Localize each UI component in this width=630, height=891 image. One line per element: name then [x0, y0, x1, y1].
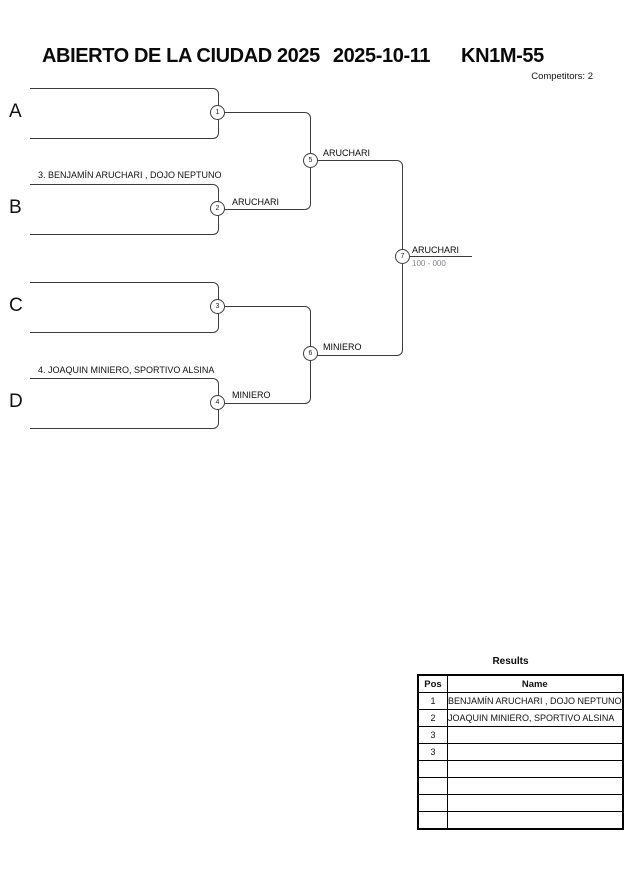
match-circle-7: 7 [395, 249, 410, 264]
result-name [446, 794, 624, 812]
category-code: KN1M-55 [461, 45, 544, 67]
results-row [417, 777, 624, 795]
result-pos [417, 811, 448, 830]
results-table: Pos Name 1 BENJAMÍN ARUCHARI , DOJO NEPT… [417, 674, 624, 830]
tournament-date: 2025-10-11 [332, 45, 431, 67]
result-pos [417, 777, 448, 795]
match-circle-5: 5 [303, 153, 318, 168]
results-row [417, 794, 624, 812]
match-6-winner: MINIERO [323, 342, 362, 352]
result-pos: 3 [417, 726, 448, 744]
result-name [446, 811, 624, 830]
bracket-lines-semifinal-top [218, 112, 311, 210]
slot-letter-c: C [9, 295, 23, 316]
result-pos [417, 794, 448, 812]
page-title: ABIERTO DE LA CIUDAD 2025 2025-10-11 KN1M-… [42, 45, 544, 68]
result-name [446, 726, 624, 744]
match-4-winner: MINIERO [232, 390, 271, 400]
result-pos: 2 [417, 709, 448, 727]
results-row [417, 760, 624, 778]
result-name: BENJAMÍN ARUCHARI , DOJO NEPTUNO [446, 692, 624, 710]
results-col-name: Name [446, 674, 624, 693]
slot-letter-d: D [9, 391, 23, 412]
seed-label-b: 3. BENJAMÍN ARUCHARI , DOJO NEPTUNO [38, 170, 222, 180]
match-2-winner: ARUCHARI [232, 197, 280, 207]
result-name [446, 743, 624, 761]
result-name: JOAQUIN MINIERO, SPORTIVO ALSINA [446, 709, 624, 727]
champion-line [402, 256, 472, 257]
result-pos: 1 [417, 692, 448, 710]
results-row: 3 [417, 726, 624, 744]
match-circle-2: 2 [210, 201, 225, 216]
tournament-name: ABIERTO DE LA CIUDAD 2025 [42, 45, 320, 67]
result-pos: 3 [417, 743, 448, 761]
match-circle-6: 6 [303, 346, 318, 361]
match-circle-3: 3 [210, 299, 225, 314]
match-circle-4: 4 [210, 395, 225, 410]
competitors-count: Competitors: 2 [531, 71, 593, 82]
slot-letter-a: A [9, 101, 22, 122]
bracket-lines-final [310, 160, 403, 356]
results-row: 2 JOAQUIN MINIERO, SPORTIVO ALSINA [417, 709, 624, 727]
champion-name: ARUCHARI [412, 245, 460, 255]
slot-letter-b: B [9, 197, 22, 218]
results-row: 3 [417, 743, 624, 761]
match-5-winner: ARUCHARI [323, 148, 371, 158]
results-col-pos: Pos [417, 674, 448, 693]
result-name [446, 777, 624, 795]
bracket-lines-slot-d [30, 378, 219, 429]
results-row [417, 811, 624, 830]
match-circle-1: 1 [210, 105, 225, 120]
results-row: 1 BENJAMÍN ARUCHARI , DOJO NEPTUNO [417, 692, 624, 710]
bracket-lines-slot-b [30, 184, 219, 235]
bracket-lines-slot-a [30, 88, 219, 139]
result-name [446, 760, 624, 778]
results-title: Results [492, 656, 529, 667]
results-header-row: Pos Name [417, 674, 624, 693]
bracket-lines-slot-c [30, 282, 219, 333]
result-pos [417, 760, 448, 778]
seed-label-d: 4. JOAQUIN MINIERO, SPORTIVO ALSINA [38, 365, 215, 375]
final-score: 100 - 000 [412, 259, 446, 268]
